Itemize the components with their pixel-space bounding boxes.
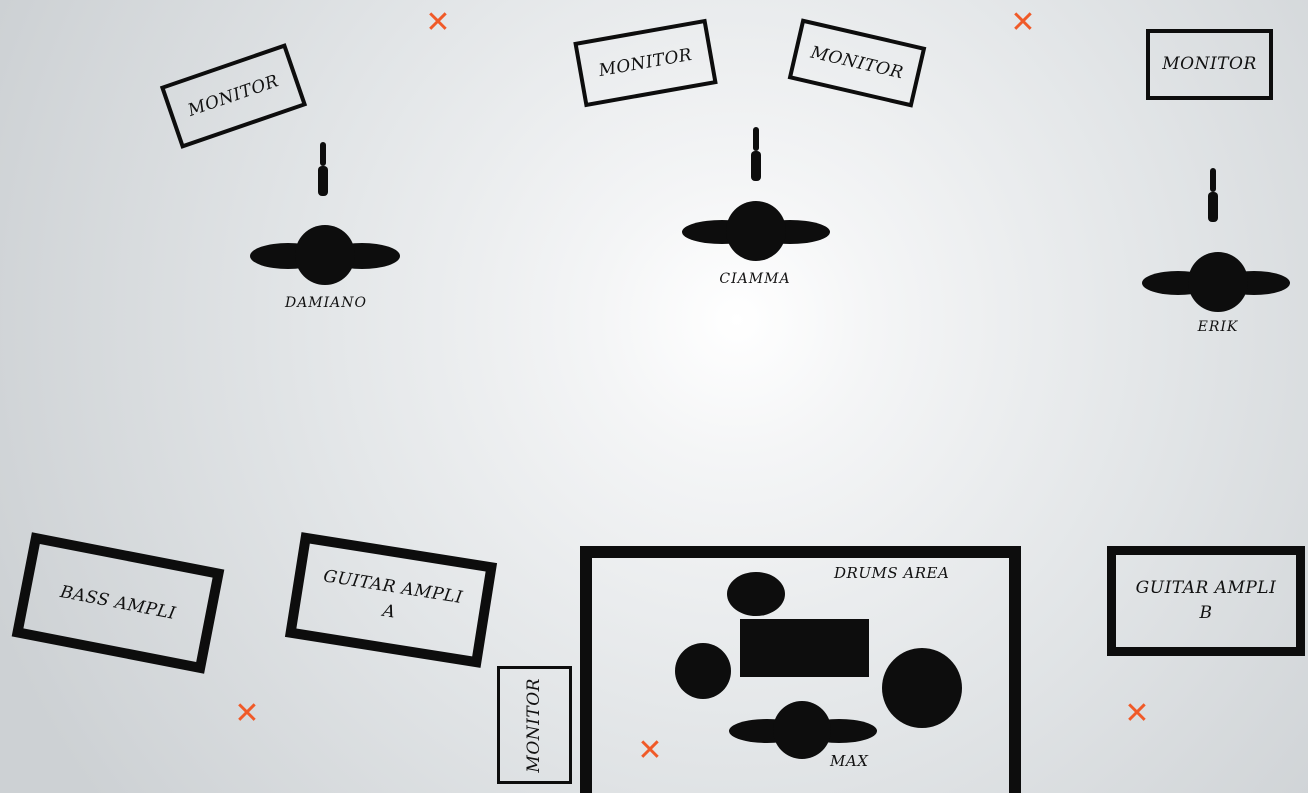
drums-area-label: DRUMS AREA (834, 564, 950, 582)
musician-name-damiano: DAMIANO (284, 295, 368, 311)
amp-label: GUITAR AMPLI (1135, 578, 1277, 599)
marker-x-icon: ✕ (425, 5, 451, 40)
head-icon (1188, 252, 1248, 312)
head-icon (773, 701, 831, 759)
musician-name-max: MAX (830, 752, 869, 770)
microphone-icon (753, 127, 759, 151)
cymbal-icon (727, 572, 785, 616)
microphone-icon (1210, 168, 1216, 192)
monitor-erik: MONITOR (1146, 29, 1273, 100)
marker-x-icon: ✕ (234, 696, 260, 731)
marker-x-icon: ✕ (637, 733, 663, 768)
guitar-amplifier-b: GUITAR AMPLI B (1107, 546, 1305, 656)
drums-area (580, 546, 1021, 793)
tom-icon (675, 643, 731, 699)
monitor-drums: MONITOR (497, 666, 572, 784)
marker-x-icon: ✕ (1124, 696, 1150, 731)
microphone-icon (318, 166, 328, 196)
head-icon (295, 225, 355, 285)
head-icon (726, 201, 786, 261)
musician-name-erik: ERIK (1197, 319, 1239, 335)
microphone-icon (1208, 192, 1218, 222)
amp-sublabel: B (1199, 603, 1213, 623)
floor-tom-icon (882, 648, 962, 728)
marker-x-icon: ✕ (1010, 5, 1036, 40)
musician-damiano (250, 142, 400, 285)
musician-name-ciamma: CIAMMA (719, 271, 791, 287)
monitor-label: MONITOR (1162, 54, 1257, 75)
microphone-icon (320, 142, 326, 166)
bass-drum-icon (740, 619, 869, 677)
musician-erik (1142, 168, 1290, 312)
microphone-icon (751, 151, 761, 181)
musician-ciamma (682, 127, 830, 261)
